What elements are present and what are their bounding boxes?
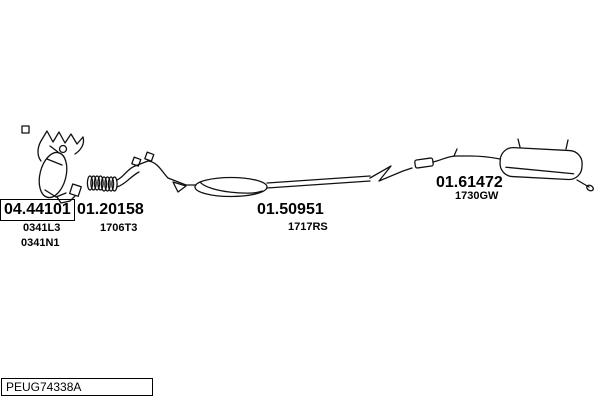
part-code: 1706T3 — [100, 222, 138, 234]
mount-square — [21, 125, 30, 134]
tailpipe-icon — [576, 179, 594, 192]
part-code: 0341L3 — [23, 222, 61, 234]
front-pipe-icon — [116, 151, 187, 193]
part-code: 1730GW — [455, 190, 499, 202]
rear-pipe-icon — [432, 148, 501, 163]
part-number-rear-muffler[interactable]: 01.61472 — [436, 174, 503, 191]
part-code: 1717RS — [288, 221, 328, 233]
catalytic-converter-icon — [38, 151, 82, 204]
part-number-center-muffler[interactable]: 01.50951 — [257, 201, 324, 218]
part-code: 0341N1 — [21, 237, 60, 249]
part-number-flex-pipe[interactable]: 01.20158 — [77, 201, 144, 218]
rear-muffler-icon — [499, 138, 583, 181]
diagram-reference-id: PEUG74338A — [6, 380, 82, 394]
pipe-coupling-icon — [414, 157, 434, 169]
flex-pipe-icon — [86, 175, 118, 192]
connecting-pipe-icon — [266, 165, 413, 189]
diagram-reference-box: PEUG74338A — [1, 378, 153, 396]
exhaust-manifold-icon — [37, 130, 85, 162]
center-muffler-icon — [185, 176, 268, 198]
part-number-catalytic-converter[interactable]: 04.44101 — [0, 199, 75, 221]
